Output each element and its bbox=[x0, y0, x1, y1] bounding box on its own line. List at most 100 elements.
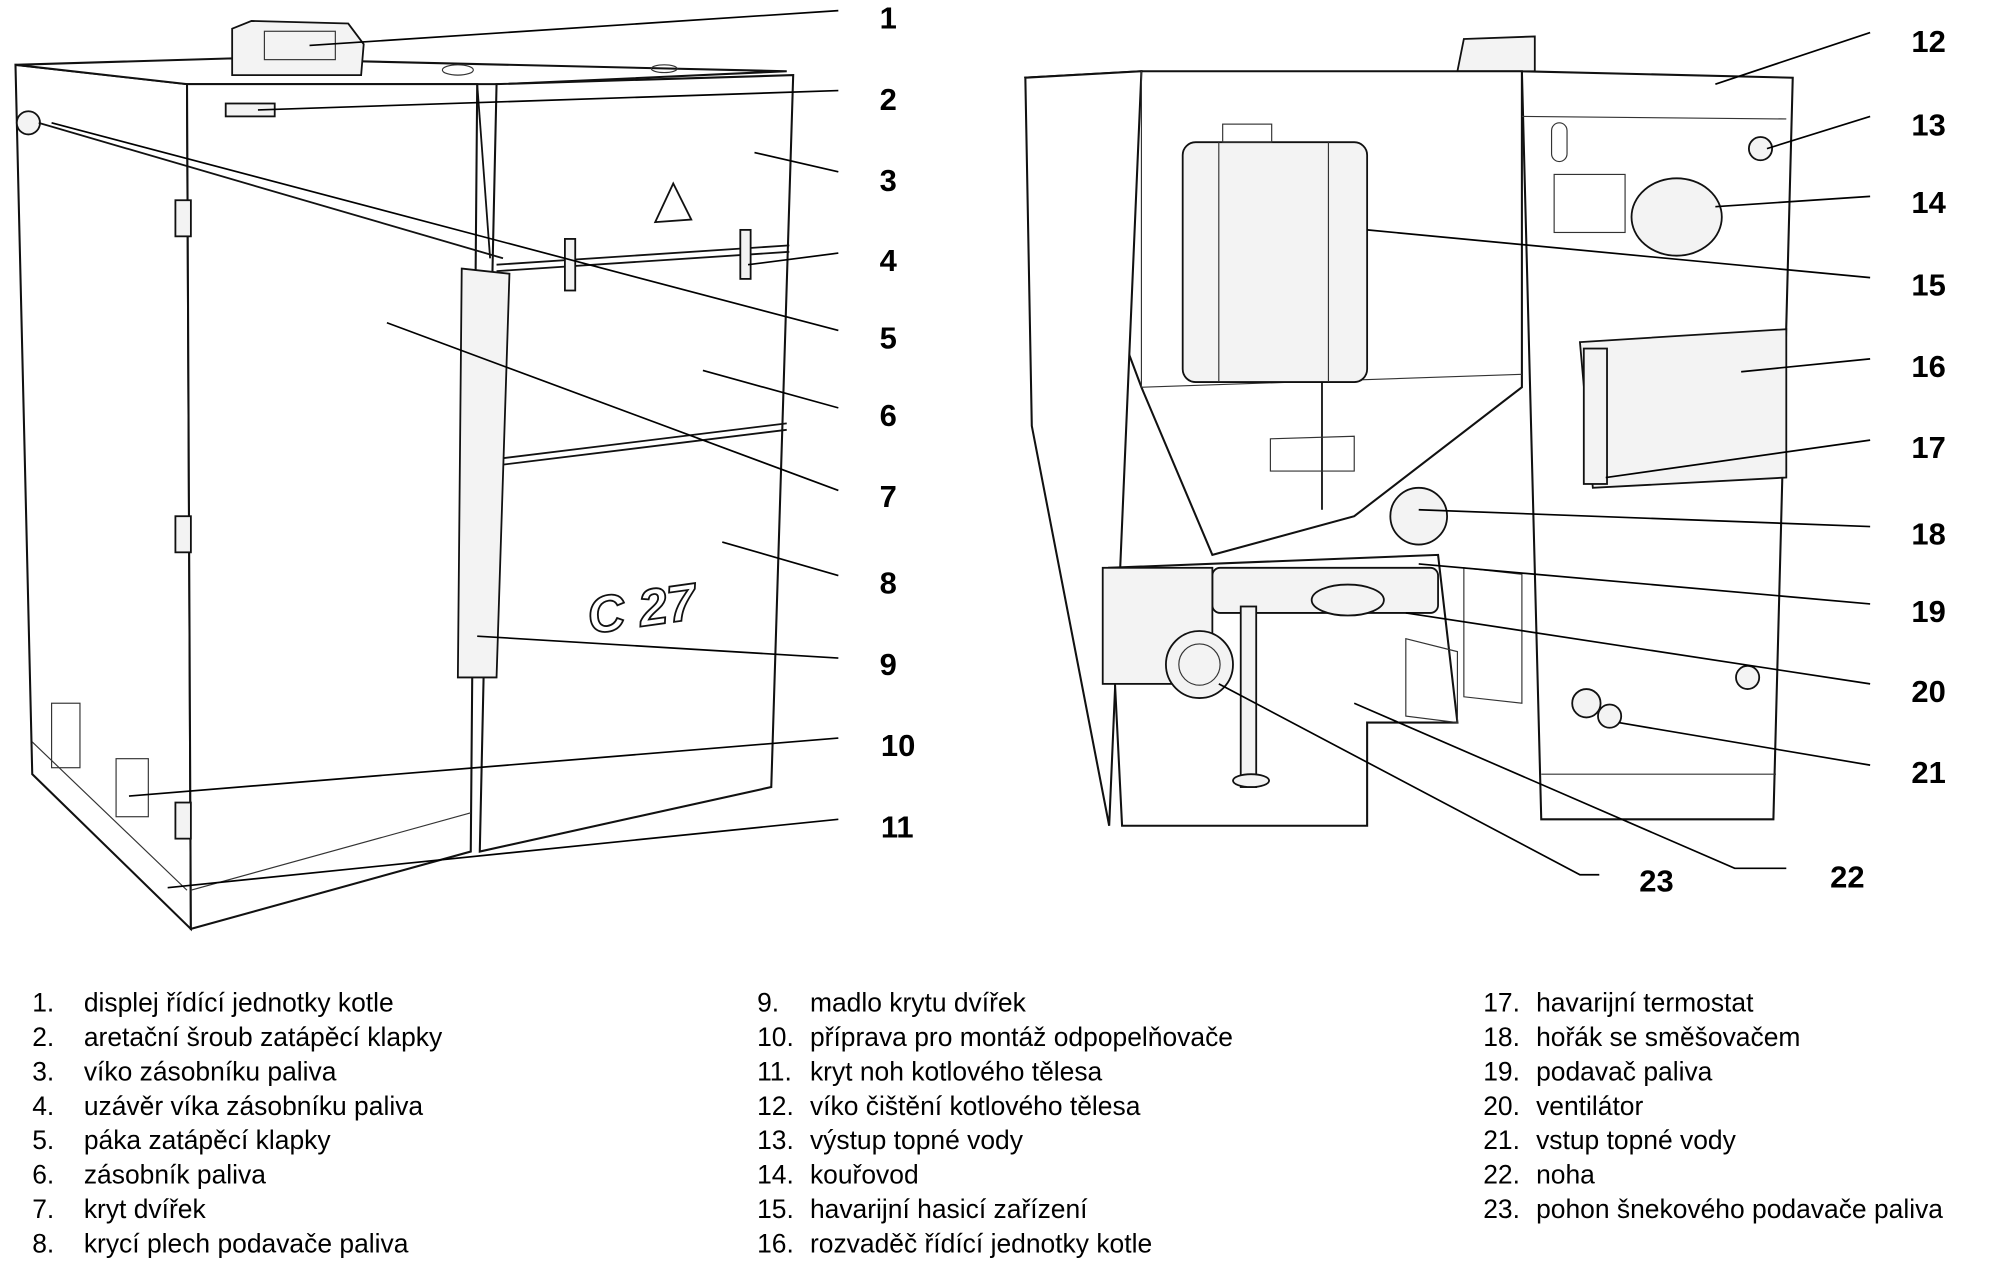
legend-number: 8. bbox=[32, 1229, 54, 1259]
legend-number: 14. bbox=[757, 1160, 794, 1190]
legend-item: 23. pohon šnekového podavače paliva bbox=[1483, 1194, 1943, 1224]
legend-number: 1. bbox=[32, 987, 54, 1017]
legend-text: páka zatápěcí klapky bbox=[84, 1125, 332, 1155]
legend-number: 12. bbox=[757, 1091, 794, 1121]
callout-14: 14 bbox=[1911, 185, 1946, 220]
legend: 1. displej řídící jednotky kotle 2. aretačn… bbox=[32, 987, 1943, 1258]
flue-pipe bbox=[1630, 177, 1723, 257]
callout-2: 2 bbox=[880, 82, 897, 117]
legend-item: 16. rozvaděč řídící jednotky kotle bbox=[757, 1229, 1152, 1259]
legend-number: 2. bbox=[32, 1022, 54, 1052]
lever-knob-icon bbox=[15, 110, 41, 136]
legend-text: kryt dvířek bbox=[84, 1194, 207, 1224]
legend-text: madlo krytu dvířek bbox=[810, 987, 1027, 1017]
callout-23: 23 bbox=[1639, 864, 1673, 899]
callout-22: 22 bbox=[1830, 860, 1864, 895]
legend-number: 6. bbox=[32, 1160, 54, 1190]
legend-number: 20. bbox=[1483, 1091, 1520, 1121]
callout-17: 17 bbox=[1911, 430, 1945, 465]
legend-text: rozvaděč řídící jednotky kotle bbox=[810, 1229, 1152, 1259]
legend-text: noha bbox=[1536, 1160, 1595, 1190]
legend-number: 5. bbox=[32, 1125, 54, 1155]
legend-item: 17. havarijní termostat bbox=[1483, 987, 1754, 1017]
legend-text: aretační šroub zatápěcí klapky bbox=[84, 1022, 443, 1052]
callout-11: 11 bbox=[881, 809, 914, 844]
control-box bbox=[1578, 328, 1788, 489]
boiler-front-view: C 27 bbox=[14, 20, 795, 932]
legend-text: vstup topné vody bbox=[1536, 1125, 1737, 1155]
callout-9: 9 bbox=[880, 647, 897, 682]
legend-item: 3. víko zásobníku paliva bbox=[32, 1056, 337, 1086]
callout-13: 13 bbox=[1911, 108, 1945, 143]
legend-text: displej řídící jednotky kotle bbox=[84, 987, 394, 1017]
legend-item: 21. vstup topné vody bbox=[1483, 1125, 1736, 1155]
legend-number: 4. bbox=[32, 1091, 54, 1121]
callout-numbers: 1 2 3 4 5 6 7 8 9 10 11 12 13 14 15 16 1… bbox=[880, 1, 1947, 899]
callout-15: 15 bbox=[1911, 268, 1945, 303]
legend-text: havarijní hasicí zařízení bbox=[810, 1194, 1088, 1224]
legend-item: 5. páka zatápěcí klapky bbox=[32, 1125, 331, 1155]
legend-number: 17. bbox=[1483, 987, 1520, 1017]
legend-number: 11. bbox=[757, 1056, 792, 1086]
legend-item: 11. kryt noh kotlového tělesa bbox=[757, 1056, 1102, 1086]
legend-number: 15. bbox=[757, 1194, 794, 1224]
legend-item: 9. madlo krytu dvířek bbox=[757, 987, 1027, 1017]
legend-item: 6. zásobník paliva bbox=[32, 1160, 266, 1190]
legend-number: 10. bbox=[757, 1022, 794, 1052]
callout-8: 8 bbox=[880, 566, 897, 601]
legend-item: 18. hořák se směšovačem bbox=[1483, 1022, 1800, 1052]
legend-number: 18. bbox=[1483, 1022, 1520, 1052]
legend-number: 23. bbox=[1483, 1194, 1520, 1224]
legend-text: víko zásobníku paliva bbox=[84, 1056, 337, 1086]
legend-text: kryt noh kotlového tělesa bbox=[810, 1056, 1103, 1086]
legend-item: 8. krycí plech podavače paliva bbox=[32, 1229, 408, 1259]
legend-item: 10. příprava pro montáž odpopelňovače bbox=[757, 1022, 1233, 1052]
legend-text: víko čištění kotlového tělesa bbox=[810, 1091, 1141, 1121]
fire-extinguisher-tank bbox=[1181, 141, 1369, 383]
callout-1: 1 bbox=[880, 1, 897, 36]
legend-text: výstup topné vody bbox=[810, 1125, 1024, 1155]
legend-text: kouřovod bbox=[810, 1160, 919, 1190]
callout-4: 4 bbox=[880, 243, 898, 278]
legend-item: 4. uzávěr víka zásobníku paliva bbox=[32, 1091, 423, 1121]
callout-6: 6 bbox=[880, 398, 897, 433]
callout-3: 3 bbox=[880, 163, 897, 198]
callout-12: 12 bbox=[1911, 24, 1945, 59]
legend-number: 22. bbox=[1483, 1160, 1520, 1190]
legend-text: zásobník paliva bbox=[84, 1160, 266, 1190]
callout-19: 19 bbox=[1911, 594, 1945, 629]
legend-item: 22. noha bbox=[1483, 1160, 1595, 1190]
callout-7: 7 bbox=[880, 479, 897, 514]
legend-item: 2. aretační šroub zatápěcí klapky bbox=[32, 1022, 443, 1052]
display-unit bbox=[231, 20, 365, 77]
legend-text: příprava pro montáž odpopelňovače bbox=[810, 1022, 1233, 1052]
motor bbox=[1165, 630, 1234, 699]
legend-number: 16. bbox=[757, 1229, 794, 1259]
legend-text: krycí plech podavače paliva bbox=[84, 1229, 409, 1259]
legend-item: 19.podavač paliva bbox=[1483, 1056, 1712, 1086]
callout-10: 10 bbox=[881, 728, 915, 763]
legend-text: podavač paliva bbox=[1536, 1056, 1713, 1086]
legend-text: hořák se směšovačem bbox=[1536, 1022, 1800, 1052]
boiler-rear-view bbox=[1023, 35, 1794, 827]
leader-lines bbox=[51, 9, 1871, 889]
legend-number: 7. bbox=[32, 1194, 54, 1224]
legend-item: 7. kryt dvířek bbox=[32, 1194, 206, 1224]
callout-18: 18 bbox=[1911, 517, 1945, 552]
legend-number: 3. bbox=[32, 1056, 54, 1086]
legend-item: 15. havarijní hasicí zařízení bbox=[757, 1194, 1088, 1224]
legend-text: ventilátor bbox=[1536, 1091, 1643, 1121]
legend-item: 12. víko čištění kotlového tělesa bbox=[757, 1091, 1141, 1121]
legend-number: 21. bbox=[1483, 1125, 1520, 1155]
legend-text: uzávěr víka zásobníku paliva bbox=[84, 1091, 424, 1121]
callout-16: 16 bbox=[1911, 349, 1945, 384]
callout-5: 5 bbox=[880, 321, 897, 356]
legend-number: 13. bbox=[757, 1125, 794, 1155]
callout-20: 20 bbox=[1911, 674, 1945, 709]
legend-number: 9. bbox=[757, 987, 779, 1017]
legend-text: pohon šnekového podavače paliva bbox=[1536, 1194, 1943, 1224]
callout-21: 21 bbox=[1911, 755, 1945, 790]
legend-text: havarijní termostat bbox=[1536, 987, 1754, 1017]
legend-item: 14. kouřovod bbox=[757, 1160, 919, 1190]
